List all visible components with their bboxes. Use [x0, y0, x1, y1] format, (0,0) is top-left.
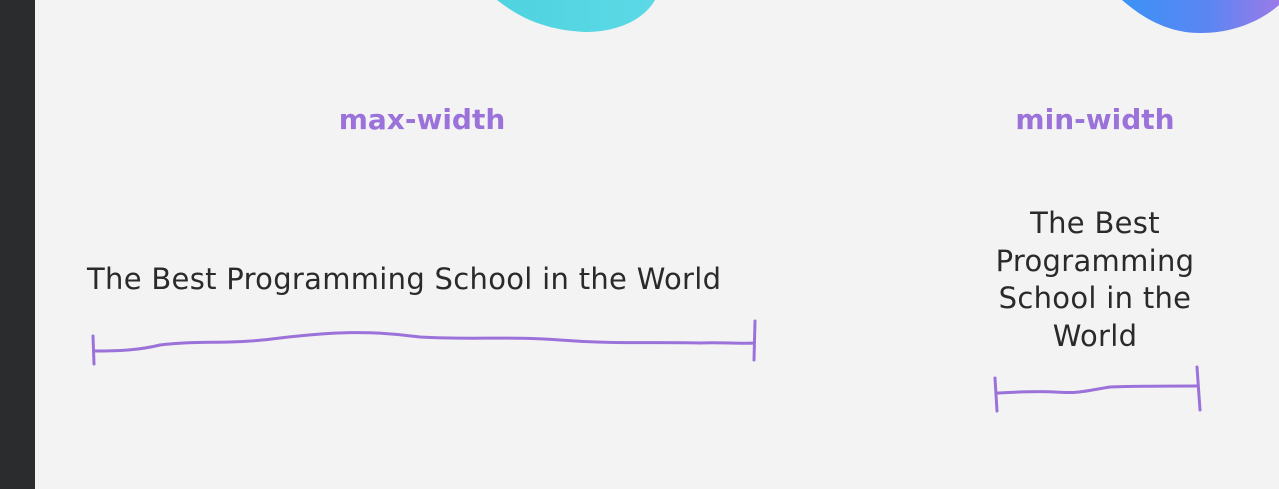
min-width-label: min-width: [1015, 103, 1175, 136]
blue-blob-shape: [1122, 0, 1279, 33]
min-width-bracket: [993, 365, 1202, 413]
min-width-demo-text: The Best Programming School in the World: [995, 206, 1195, 353]
max-width-label: max-width: [338, 103, 506, 136]
max-width-demo-text: The Best Programming School in the World: [87, 262, 722, 296]
left-side-bar: [0, 0, 35, 489]
max-width-bracket: [91, 319, 757, 366]
teal-blob-shape: [497, 0, 655, 32]
